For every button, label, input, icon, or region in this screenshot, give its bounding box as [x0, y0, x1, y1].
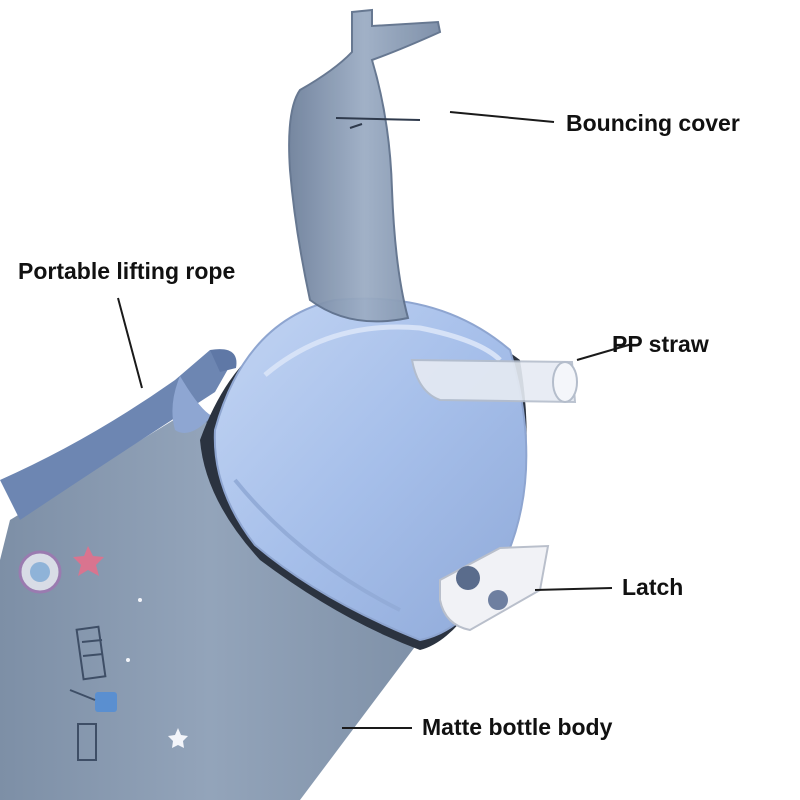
lifting-rope: [0, 349, 237, 520]
label-latch: Latch: [622, 574, 684, 600]
pink-star-icon: [73, 546, 104, 576]
leader-line-bouncing-cover: [449, 111, 555, 123]
label-bouncing-cover: Bouncing cover: [566, 110, 740, 136]
cover-rib: [349, 123, 363, 129]
label-lifting-rope: Portable lifting rope: [18, 258, 236, 284]
sparkle-dot: [126, 658, 130, 662]
satellite-icon: [75, 625, 107, 761]
leader-line-lifting-rope: [117, 297, 143, 389]
label-pp-straw: PP straw: [612, 331, 709, 357]
white-star-icon: [168, 728, 188, 748]
cover-rib: [335, 117, 421, 121]
rocket-icon: [69, 689, 117, 712]
pp-straw: [410, 358, 578, 404]
latch: [439, 544, 550, 632]
leader-line-latch: [534, 587, 613, 591]
bouncing-cover: [288, 8, 442, 323]
sparkle-dot: [138, 598, 142, 602]
astronaut-sticker: [18, 550, 62, 594]
leader-line-pp-straw: [576, 343, 633, 361]
label-bottle-body: Matte bottle body: [422, 714, 613, 740]
